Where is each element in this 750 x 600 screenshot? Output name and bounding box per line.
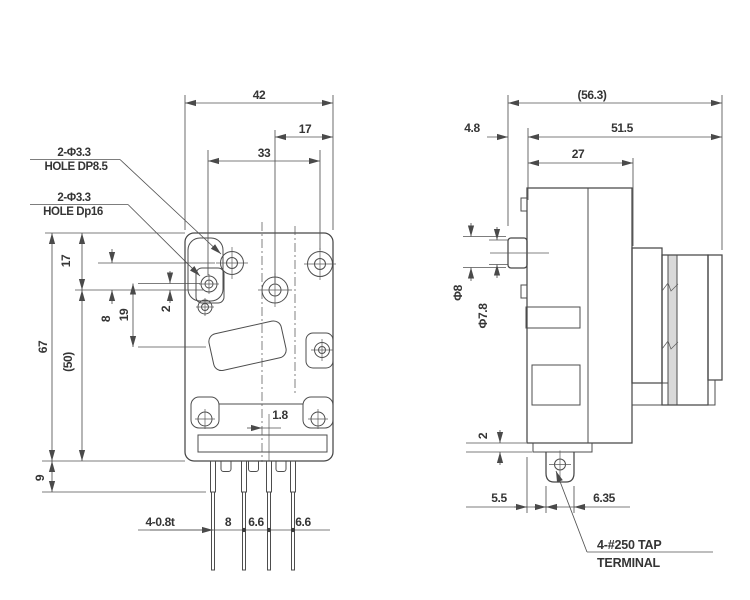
dim-overall-width: 42 — [253, 88, 266, 102]
dim-pin-pitch-c: 6.6 — [295, 515, 311, 529]
face-notch-lower — [531, 364, 581, 406]
dim-dot — [241, 527, 247, 533]
callout-hole-bottom-line2: HOLE Dp16 — [43, 206, 103, 218]
pin-shoulder — [290, 460, 296, 493]
dim-body-depth: 51.5 — [611, 121, 633, 135]
face-notch-upper — [525, 306, 581, 329]
front-view — [184, 222, 336, 571]
leader-line — [119, 159, 222, 255]
dim-bushing-dia: Φ8 — [451, 284, 465, 300]
dim-dot — [290, 527, 296, 533]
pin-base-stub — [275, 461, 287, 472]
front-body-outline — [184, 232, 334, 462]
pin-base-stub — [248, 461, 259, 472]
pin-base-stub — [220, 461, 232, 472]
front-face-tab — [520, 284, 528, 299]
callout-terminal-line2: TERMINAL — [597, 556, 661, 570]
callout-hole-bottom-line1: 2-Φ3.3 — [57, 192, 90, 204]
leader-line — [555, 470, 588, 553]
dim-pin-pitch-a: 8 — [225, 515, 232, 529]
dim-dot — [266, 527, 272, 533]
dim-hole-to-window: 19 — [117, 308, 131, 321]
pin — [211, 491, 215, 571]
pin-shoulder — [241, 460, 247, 493]
dim-overall-depth-ref: (56.3) — [578, 88, 607, 102]
dim-front-block-depth: 27 — [572, 147, 585, 161]
dim-shaft-dia: Φ7.8 — [476, 303, 490, 329]
slanted-window-outline — [208, 320, 287, 372]
dim-axis-to-right-edge: 17 — [299, 122, 312, 136]
front-view-dimensions: 42 17 33 67 17 (50) 8 19 2 — [30, 88, 334, 534]
leader-line — [127, 204, 201, 277]
dim-top-to-axis: 17 — [59, 254, 73, 267]
side-view-dimensions: (56.3) 4.8 51.5 27 Φ8 Φ7.8 2 — [451, 88, 723, 570]
motor-band-shade — [668, 255, 677, 405]
front-face-tab — [520, 197, 528, 212]
motor-cap-outline — [707, 254, 723, 381]
terminal-strip-outline — [197, 434, 328, 453]
dim-terminal-plate-thickness: 2 — [476, 432, 490, 439]
hole-frame-outline — [195, 267, 225, 304]
dim-ref-height: (50) — [61, 352, 75, 372]
terminal-plate — [532, 442, 593, 453]
gear-block-outline — [631, 247, 663, 384]
dim-shaft-protrusion: 4.8 — [464, 121, 480, 135]
pin-shoulder — [266, 460, 272, 493]
dim-hole-above-axis: 8 — [99, 315, 113, 322]
pin-shoulder — [210, 460, 216, 493]
motor-cap-foot — [707, 379, 716, 406]
callout-hole-top-line1: 2-Φ3.3 — [57, 147, 90, 159]
break-mark — [661, 340, 679, 350]
side-bracket-outline — [305, 332, 334, 369]
label-pin-thickness: 4-0.8t — [146, 515, 175, 529]
dim-overall-height: 67 — [36, 340, 50, 353]
break-mark — [661, 282, 679, 292]
callout-hole-top-line2: HOLE DP8.5 — [44, 161, 108, 173]
dim-terminal-shoulder: 9 — [33, 474, 47, 481]
side-view — [490, 187, 723, 483]
callout-terminal-line1: 4-#250 TAP — [597, 538, 661, 552]
dim-hole-span: 33 — [258, 146, 271, 160]
dim-hole-offset: 2 — [159, 305, 173, 312]
dim-pin-to-centerline: 1.8 — [272, 408, 288, 422]
dim-pin-pitch-b: 6.6 — [248, 515, 264, 529]
dim-terminal-setback: 5.5 — [491, 491, 507, 505]
dim-terminal-width: 6.35 — [593, 491, 615, 505]
